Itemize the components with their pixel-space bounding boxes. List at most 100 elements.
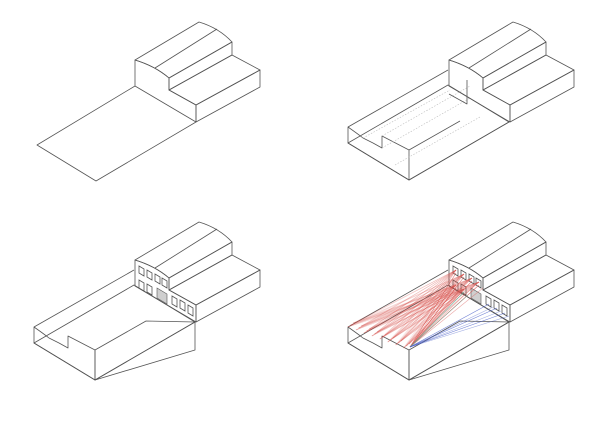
sightline [409,272,457,348]
panel-2-channel [347,21,575,181]
faint-sightline [406,273,465,347]
faint-sightline [361,277,473,327]
faint-sightline [350,288,465,326]
faint-sightline [387,284,457,343]
building-massing [448,21,575,123]
faint-sightline [384,269,457,336]
faint-sightline [355,273,465,331]
faint-sightline [403,284,457,349]
faint-sightline [398,288,465,344]
panel-1-massing [36,21,261,182]
faint-sightline [400,281,480,342]
faint-sightline [355,281,480,331]
faint-sightline [366,277,473,332]
panel-3-openings [33,221,261,381]
faint-sightline [395,273,465,346]
faint-sightline [392,284,457,339]
faint-sightline [379,277,473,340]
faint-sightline [390,288,465,341]
faint-sightline [379,273,465,340]
faint-sightline [369,281,480,330]
building-with-windows [448,221,575,323]
faint-sightline [403,273,465,349]
sightline [409,280,473,348]
sightline [409,303,490,348]
faint-sightline [353,284,457,324]
faint-sightline [406,277,473,347]
faint-sightline [392,277,473,339]
faint-sightline [382,284,457,338]
faint-sightline [350,273,465,326]
faint-sightline [374,284,457,335]
panel-4-sightlines [347,221,575,381]
faint-sightline [366,284,457,332]
faint-sightline [387,277,473,343]
sightline [409,275,461,348]
faint-sightline [398,281,480,344]
faint-sightline [363,284,457,334]
faint-sightline [377,284,457,333]
faint-sightline [400,269,457,342]
faint-sightline [350,284,457,326]
faint-sightline [390,269,457,341]
faint-sightline [358,281,480,329]
faint-sightline [363,269,457,334]
faint-sightline [361,273,465,327]
faint-sightline [374,281,480,335]
faint-sightline [347,277,473,328]
faint-sightline [369,277,473,330]
faint-sightline [387,288,465,343]
faint-sightline [353,288,465,324]
faint-sightline [347,281,480,328]
faint-sightline [374,269,457,335]
faint-sightline [392,273,465,339]
faint-sightline [384,281,480,336]
faint-sightline [398,284,457,344]
faint-sightline [353,277,473,324]
building-massing [134,21,261,123]
faint-sightline [369,273,465,330]
building-with-windows [134,221,261,323]
faint-sightline [395,288,465,346]
faint-sightline [371,281,480,337]
faint-sightline [358,284,457,329]
sightline [409,290,461,348]
faint-sightline [384,284,457,336]
faint-sightline [347,284,457,328]
faint-sightline [376,269,457,333]
faint-sightline [353,269,457,324]
faint-sightline [395,284,457,346]
faint-sightline [395,269,457,346]
faint-sightline [350,269,457,326]
faint-sightline [382,269,457,338]
faint-sightline [403,269,457,349]
faint-sightline [355,284,457,331]
faint-sightline [366,273,465,332]
faint-sightline [379,288,465,340]
channel-volume [347,69,510,181]
sightline [409,315,510,348]
faint-sightline [390,277,473,341]
faint-sightline [395,277,473,346]
faint-sightline [382,288,465,338]
faint-sightline [369,284,457,330]
faint-sightline [366,269,457,332]
faint-sightline [398,269,457,344]
sightline [409,312,506,348]
faint-sightline [403,288,465,349]
sightline [409,310,502,348]
faint-sightline [369,288,465,330]
faint-sightline [371,284,457,337]
faint-sightline [361,288,465,327]
faint-sightline [361,281,480,327]
sightline [409,307,498,348]
faint-sightline [390,273,465,341]
sightline [409,283,477,348]
faint-sightline [408,284,457,345]
faint-sightline [350,277,473,326]
faint-sightline [406,284,457,347]
faint-sightline [366,281,480,332]
faint-sightline [392,288,465,339]
sightline [409,287,484,348]
